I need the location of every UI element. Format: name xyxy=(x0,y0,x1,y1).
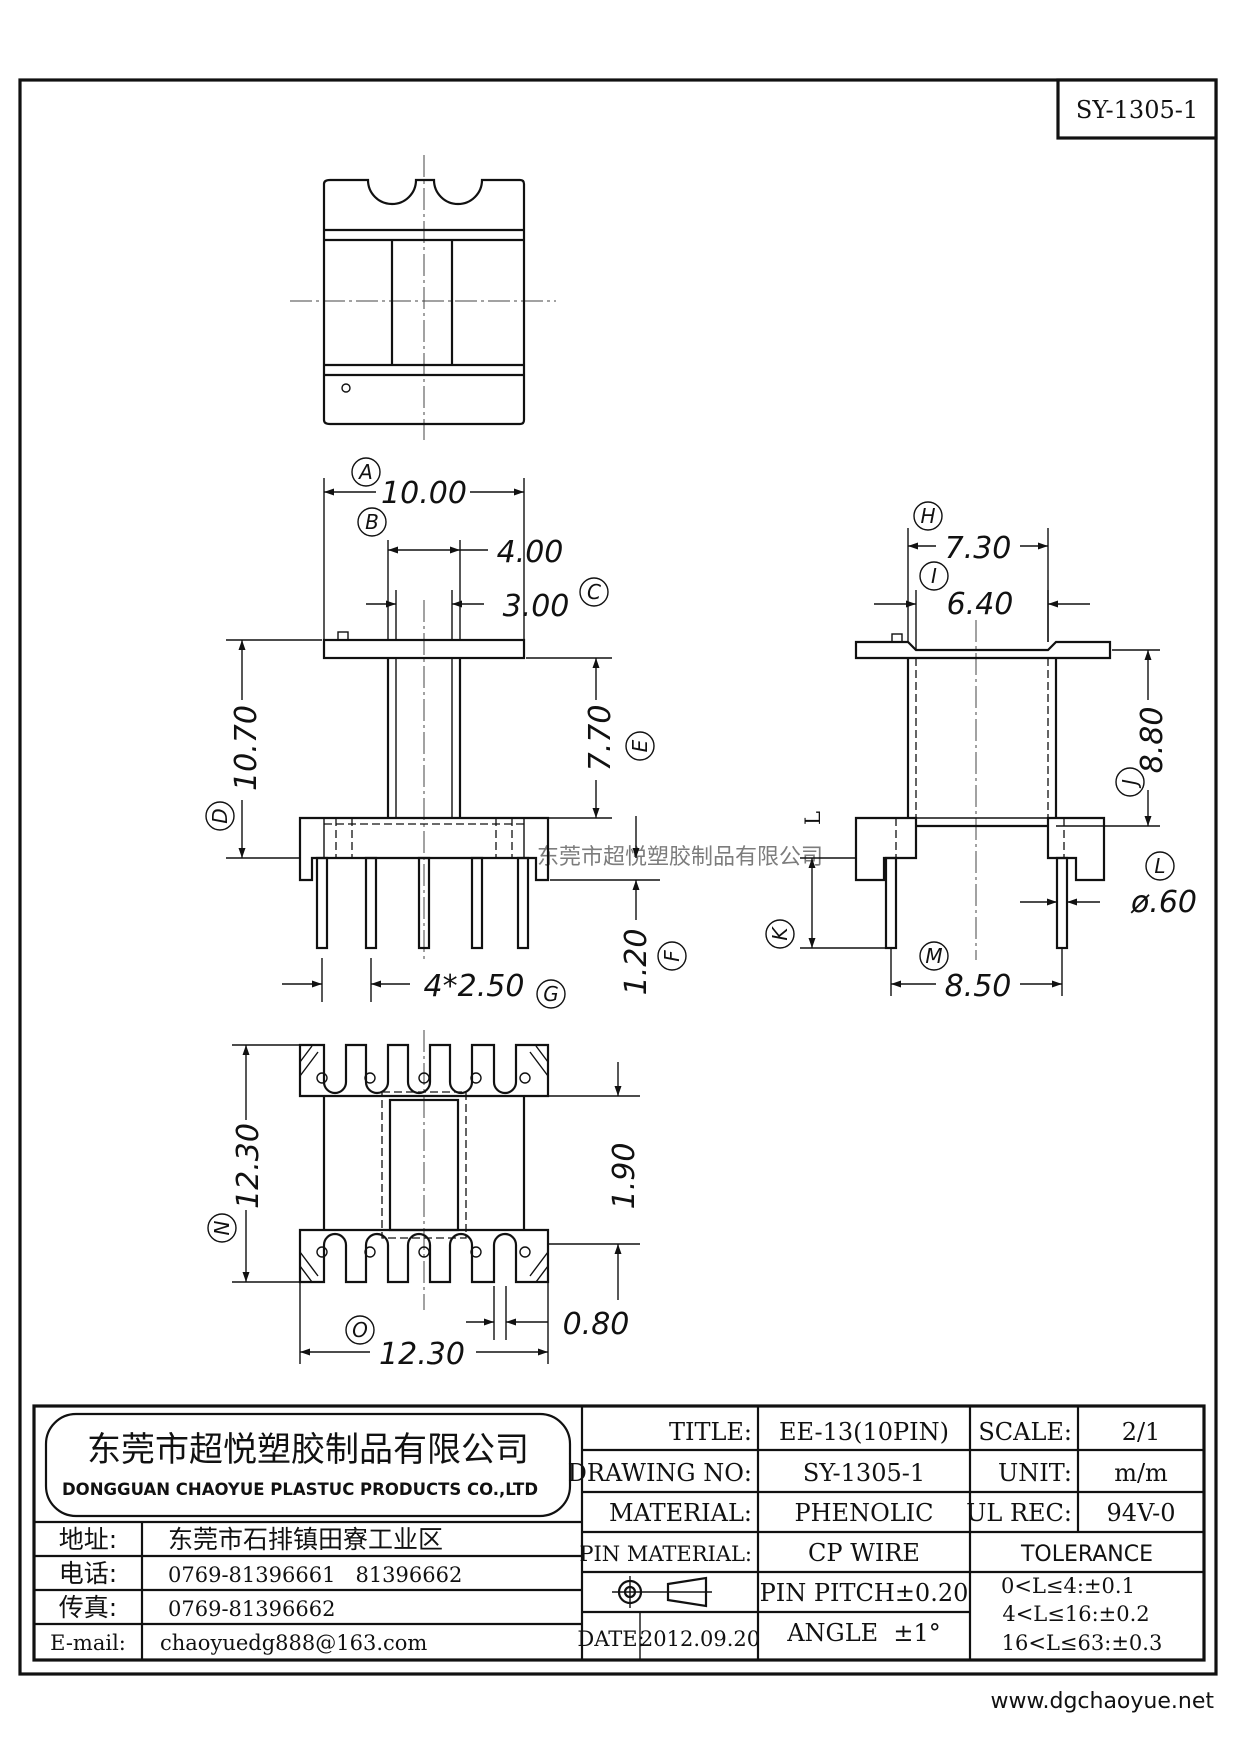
email-label: E-mail: xyxy=(50,1631,126,1655)
drawing-no-value: SY-1305-1 xyxy=(803,1459,925,1487)
company-name-cn: 东莞市超悦塑胶制品有限公司 xyxy=(87,1430,529,1470)
dim-G: G 4*2.50 xyxy=(282,958,566,1009)
dim-J: J 8.80 xyxy=(1056,649,1170,827)
dim-B-value: 4.00 xyxy=(497,535,564,570)
dim-I-value: 6.40 xyxy=(947,587,1014,622)
dim-O: O 12.30 xyxy=(299,1282,549,1372)
material-value: PHENOLIC xyxy=(794,1499,933,1527)
unit-value: m/m xyxy=(1114,1459,1168,1487)
dim-D-value: 10.70 xyxy=(229,705,264,791)
dim-Q: 0.80 xyxy=(466,1286,629,1342)
sheet-border xyxy=(18,78,1218,1676)
dim-C-label: C xyxy=(587,580,601,604)
title-value: EE-13(10PIN) xyxy=(779,1418,949,1446)
dim-Q-value: 0.80 xyxy=(563,1307,630,1342)
dim-M-label: M xyxy=(925,944,942,968)
dim-H-value: 7.30 xyxy=(945,531,1012,566)
front-view xyxy=(298,600,550,960)
address-label: 地址: xyxy=(59,1525,117,1554)
fax-label: 传真: xyxy=(59,1593,117,1622)
dim-F-value: 1.20 xyxy=(619,929,654,996)
dim-K-side-letter: L xyxy=(801,811,825,825)
dim-A: A 10.00 xyxy=(323,457,525,640)
ul-value: 94V-0 xyxy=(1106,1499,1175,1527)
ul-label: UL REC: xyxy=(966,1499,1072,1527)
tolerance-label: TOLERANCE xyxy=(1020,1542,1153,1567)
dim-L: L ø.60 xyxy=(1020,851,1197,920)
website-text: www.dgchaoyue.net xyxy=(991,1689,1215,1714)
title-block: 东莞市超悦塑胶制品有限公司 DONGGUAN CHAOYUE PLASTUC P… xyxy=(32,1404,1206,1662)
dim-H: H 7.30 xyxy=(907,501,1049,642)
dim-L-label: L xyxy=(1154,854,1165,878)
dim-D: D 10.70 xyxy=(205,639,322,859)
dim-E-value: 7.70 xyxy=(583,705,618,772)
dim-G-value: 4*2.50 xyxy=(424,969,525,1004)
dim-O-value: 12.30 xyxy=(379,1337,465,1372)
dim-E-label: E xyxy=(628,739,652,752)
dim-O-label: O xyxy=(352,1318,368,1342)
dim-M-value: 8.50 xyxy=(945,969,1012,1004)
scale-label: SCALE: xyxy=(978,1418,1072,1446)
dim-J-label: J xyxy=(1118,779,1142,789)
phone-value: 0769-81396661 81396662 xyxy=(168,1563,462,1587)
dim-M: M 8.50 xyxy=(890,941,1063,1004)
company-logo-box xyxy=(44,1412,572,1518)
title-label: TITLE: xyxy=(669,1418,752,1446)
dim-E: E 7.70 xyxy=(526,657,655,819)
dim-K-label: K xyxy=(768,926,792,941)
dim-F: F 1.20 xyxy=(550,816,687,996)
top-view xyxy=(290,155,556,440)
tolerance-row-3: 16<L≤63:±0.3 xyxy=(1002,1631,1163,1655)
tolerance-row-1: 0<L≤4:±0.1 xyxy=(1001,1574,1135,1598)
dim-B: B 4.00 xyxy=(357,507,564,640)
phone-label: 电话: xyxy=(59,1559,117,1588)
side-view xyxy=(854,620,1112,960)
scale-value: 2/1 xyxy=(1122,1418,1161,1446)
dim-G-label: G xyxy=(543,982,559,1006)
drawing-id-label: SY-1305-1 xyxy=(1076,96,1198,124)
dim-N-value: 12.30 xyxy=(231,1123,266,1209)
date-value: 2012.09.20 xyxy=(640,1627,760,1651)
dim-L-value: ø.60 xyxy=(1130,885,1197,920)
dim-C: C 3.00 xyxy=(366,577,609,640)
dim-B-label: B xyxy=(365,510,379,534)
dim-N-label: N xyxy=(210,1220,234,1235)
angle-value: ANGLE ±1° xyxy=(786,1619,941,1647)
drawing-id-box: SY-1305-1 xyxy=(1056,78,1218,140)
dim-D-label: D xyxy=(208,808,232,823)
date-label: DATE: xyxy=(577,1627,644,1651)
dim-I-label: I xyxy=(931,564,937,588)
unit-label: UNIT: xyxy=(998,1459,1072,1487)
pin1-mark xyxy=(341,383,351,393)
dim-C-value: 3.00 xyxy=(503,589,570,624)
pin-material-value: CP WIRE xyxy=(808,1539,920,1567)
bottom-view xyxy=(298,1030,550,1310)
drawing-no-label: DRAWING NO: xyxy=(568,1459,752,1487)
projection-symbol-icon xyxy=(612,1576,712,1608)
tolerance-row-2: 4<L≤16:±0.2 xyxy=(1002,1602,1149,1626)
dim-A-label: A xyxy=(357,460,373,484)
dim-F-label: F xyxy=(660,950,684,962)
material-label: MATERIAL: xyxy=(609,1499,752,1527)
fax-value: 0769-81396662 xyxy=(168,1597,335,1621)
dim-H-label: H xyxy=(920,504,935,528)
dim-J-value: 8.80 xyxy=(1135,707,1170,774)
watermark-text: 东莞市超悦塑胶制品有限公司 xyxy=(537,845,823,870)
dim-I: I 6.40 xyxy=(874,561,1090,650)
pin-material-label: PIN MATERIAL: xyxy=(579,1542,752,1566)
dim-N: N 12.30 xyxy=(207,1044,300,1283)
dim-P: 1.90 xyxy=(548,1062,642,1300)
company-name-en: DONGGUAN CHAOYUE PLASTUC PRODUCTS CO.,LT… xyxy=(62,1480,538,1499)
email-value: chaoyuedg888@163.com xyxy=(160,1631,427,1655)
dim-P-value: 1.90 xyxy=(607,1143,642,1210)
pin-pitch-value: PIN PITCH±0.20 xyxy=(760,1579,969,1607)
dim-K: K L xyxy=(765,811,886,949)
address-value: 东莞市石排镇田寮工业区 xyxy=(168,1525,443,1554)
dim-A-value: 10.00 xyxy=(381,476,467,511)
